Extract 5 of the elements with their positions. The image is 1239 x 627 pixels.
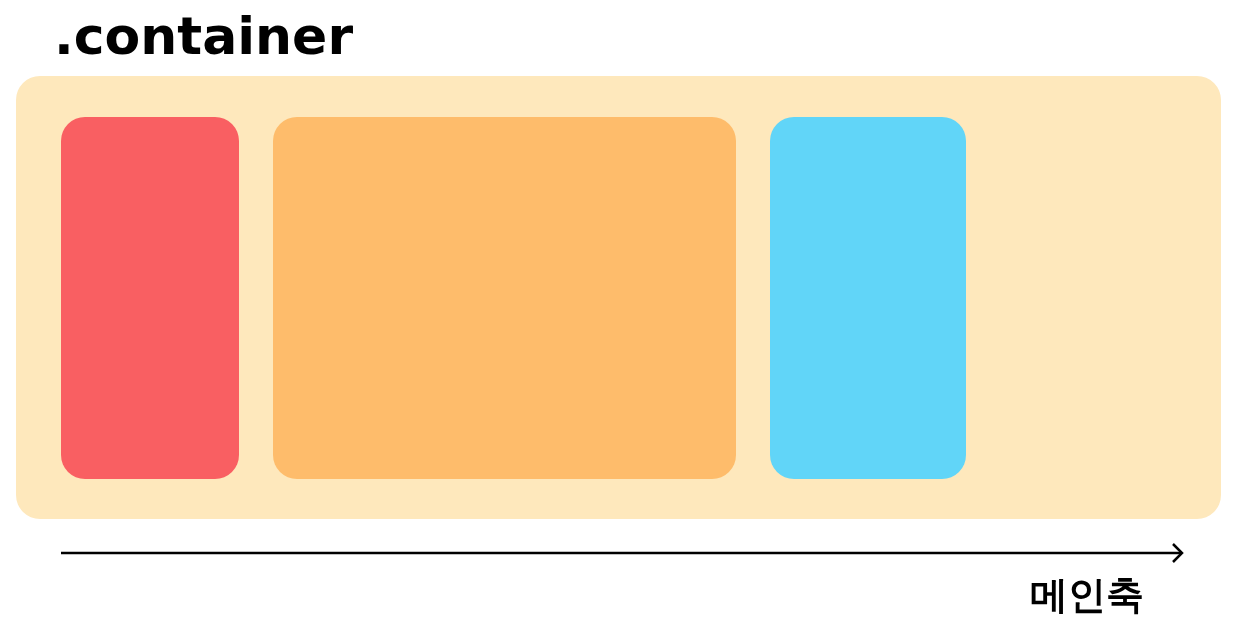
axis-label: 메인축 [1030, 576, 1144, 614]
flex-item-box [770, 117, 966, 479]
heading: .container [54, 10, 354, 62]
flex-item-box [273, 117, 736, 479]
flex-item-box [61, 117, 239, 479]
